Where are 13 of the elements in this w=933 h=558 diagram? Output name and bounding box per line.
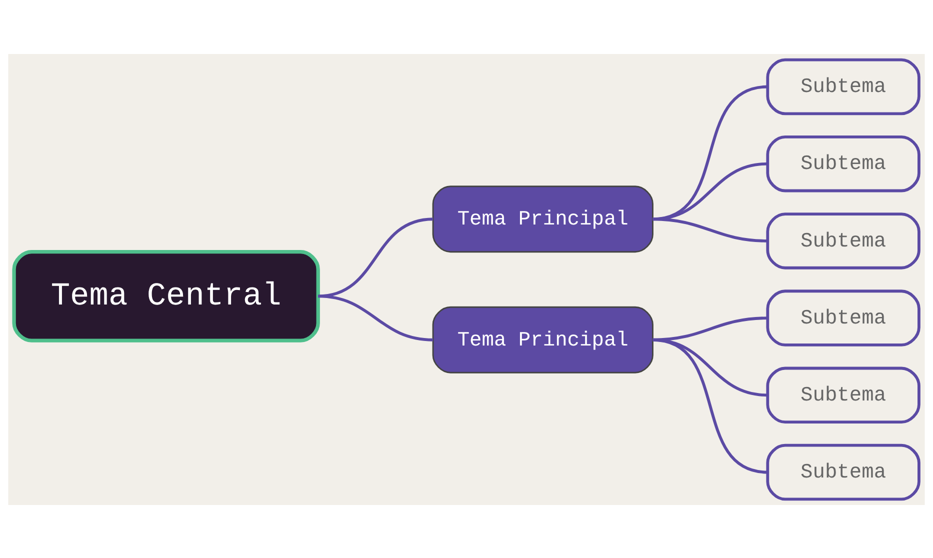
- node-box: Subtema: [766, 289, 920, 346]
- connector: [318, 217, 434, 298]
- node-box: Subtema: [766, 212, 920, 269]
- node-box: Tema Principal: [432, 185, 654, 252]
- connector: [318, 294, 434, 341]
- node-box: Tema Principal: [432, 306, 654, 373]
- node-box: Subtema: [766, 366, 920, 424]
- node-box: Subtema: [766, 134, 920, 192]
- connector: [652, 217, 768, 242]
- node-box: Subtema: [766, 443, 920, 500]
- node-box: Tema Central: [12, 250, 320, 342]
- node-box: Subtema: [766, 58, 920, 115]
- connector: [652, 338, 768, 474]
